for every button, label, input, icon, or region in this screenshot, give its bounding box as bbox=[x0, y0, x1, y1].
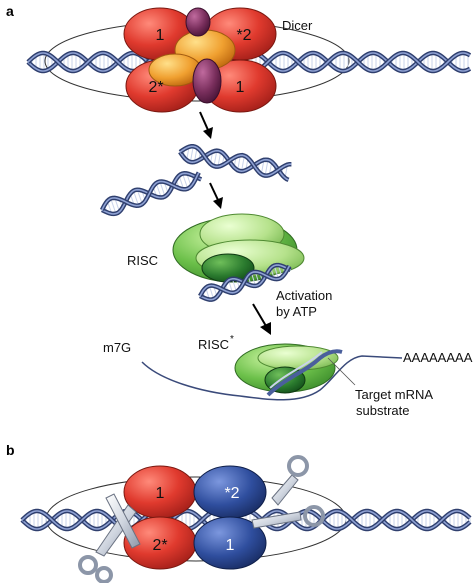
risc-star-label: RISC bbox=[198, 337, 229, 352]
panel-a-label: a bbox=[6, 3, 14, 19]
dicer-domain-label: 2* bbox=[152, 537, 167, 554]
dicer-domain-label: 1 bbox=[156, 27, 165, 44]
base-pair bbox=[136, 189, 143, 205]
base-pair bbox=[132, 190, 140, 206]
arrow-down-icon bbox=[199, 111, 213, 139]
polya-label: AAAAAAAA bbox=[403, 350, 473, 365]
base-pair bbox=[155, 182, 162, 198]
base-pair bbox=[182, 173, 189, 189]
dicer-domain-label: *2 bbox=[236, 27, 251, 44]
base-pair bbox=[110, 198, 117, 214]
target-leader-line bbox=[327, 357, 356, 386]
panel-b-label: b bbox=[6, 442, 15, 458]
dicer-domain-label: 2* bbox=[148, 79, 163, 96]
risc-label: RISC bbox=[127, 253, 158, 268]
activation-label-line1: Activation bbox=[276, 288, 332, 303]
dicer-domain-label: 1 bbox=[156, 485, 165, 502]
activation-label-line2: by ATP bbox=[276, 304, 317, 319]
sirna-helix-1 bbox=[178, 144, 292, 182]
helix-backbone-highlight bbox=[179, 149, 289, 181]
mrna-strand bbox=[141, 355, 403, 401]
target-label-line2: substrate bbox=[356, 403, 409, 418]
target-label-line1: Target mRNA bbox=[355, 387, 433, 402]
helix-backbone-highlight bbox=[101, 172, 202, 215]
scissors-icon bbox=[78, 493, 141, 583]
dicer-domain-label: 1 bbox=[236, 79, 245, 96]
helix-backbone-highlight bbox=[179, 145, 292, 177]
dicer-domains-b: 1 *2 2* 1 bbox=[123, 465, 267, 570]
base-pair bbox=[237, 155, 241, 171]
arrow-down-icon bbox=[252, 303, 271, 335]
arrow-down-icon bbox=[209, 182, 223, 209]
base-pair bbox=[208, 285, 215, 300]
helix-backbone-highlight bbox=[101, 172, 200, 211]
base-pair bbox=[159, 181, 166, 197]
base-pair bbox=[264, 159, 269, 176]
scissors-icon bbox=[251, 455, 325, 529]
dicer-domain-label: 1 bbox=[226, 537, 235, 554]
base-pair bbox=[217, 151, 222, 167]
risc-star-mark: * bbox=[230, 334, 234, 345]
sirna-in-risc bbox=[198, 262, 292, 302]
base-pair bbox=[241, 155, 245, 172]
base-pair bbox=[189, 146, 194, 163]
dicer-purple-domain-bottom bbox=[192, 58, 222, 104]
dicer-label: Dicer bbox=[282, 18, 313, 33]
base-pair bbox=[213, 150, 218, 167]
dicer-purple-domain-top bbox=[185, 7, 211, 37]
activated-risc-complex bbox=[234, 343, 343, 397]
sirna-helix-2 bbox=[99, 171, 203, 217]
cap-label: m7G bbox=[103, 340, 131, 355]
dicer-domain-label: *2 bbox=[224, 485, 239, 502]
dicer-domain-1-bottom bbox=[193, 516, 267, 570]
helix-backbone-highlight bbox=[199, 265, 291, 297]
dicer-enzyme: 1 *2 2* 1 bbox=[123, 7, 277, 113]
